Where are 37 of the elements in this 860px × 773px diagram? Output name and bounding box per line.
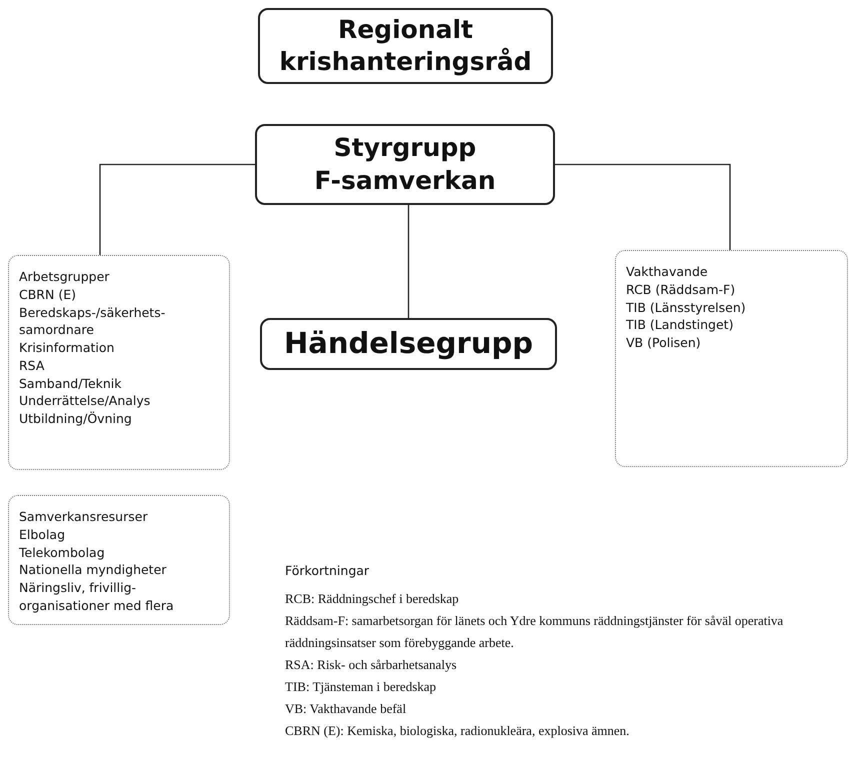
list-box	[8, 255, 230, 470]
abbreviation-note: CBRN (E): Kemiska, biologiska, radionukleära, explosiva ämnen.	[285, 722, 630, 740]
org-box	[258, 8, 553, 84]
abbreviation-note: RSA: Risk- och sårbarhetsanalys	[285, 656, 458, 674]
list-heading: Samverkansresurser	[19, 508, 149, 526]
abbreviation-note: VB: Vakthavande befäl	[285, 700, 408, 718]
list-item: Beredskaps-/säkerhets- samordnare	[19, 304, 166, 339]
box-title: Regionalt krishanteringsråd	[278, 14, 533, 78]
list-item: Krisinformation	[19, 339, 116, 357]
list-item: VB (Polisen)	[626, 334, 702, 352]
list-item: Underrättelse/Analys	[19, 392, 152, 410]
list-item: Utbildning/Övning	[19, 410, 133, 428]
connector-line	[99, 164, 255, 255]
list-item: Samband/Teknik	[19, 374, 123, 392]
connector-line	[555, 164, 731, 250]
list-item: RCB (Räddsam-F)	[626, 280, 736, 298]
org-box	[255, 124, 555, 205]
list-heading: Arbetsgrupper	[19, 268, 110, 286]
list-item: TIB (Länsstyrelsen)	[626, 298, 747, 316]
list-item: TIB (Landstinget)	[626, 316, 734, 334]
list-box	[8, 495, 230, 625]
list-box	[615, 250, 848, 467]
list-heading: Vakthavande	[626, 263, 709, 281]
connector-line	[408, 205, 410, 318]
list-item: Telekombolag	[19, 544, 106, 562]
abbreviation-note: RCB: Räddningschef i beredskap	[285, 590, 460, 608]
box-title: Händelsegrupp	[284, 325, 533, 362]
box-title: Styrgrupp F-samverkan	[313, 132, 497, 196]
abbreviation-note: TIB: Tjänsteman i beredskap	[285, 678, 438, 696]
list-item: Elbolag	[19, 526, 66, 544]
abbreviation-note: Räddsam-F: samarbetsorgan för länets och Ydre kommuns räddningstjänster för såväl operativa räddningsinsatser som förebyggande arbete.	[285, 612, 784, 652]
list-item: Näringsliv, frivillig- organisationer med flera	[19, 579, 175, 614]
section-heading: Förkortningar	[285, 562, 370, 580]
list-item: CBRN (E)	[19, 286, 77, 304]
org-box	[260, 318, 557, 370]
list-item: Nationella myndigheter	[19, 561, 168, 579]
list-item: RSA	[19, 356, 46, 374]
